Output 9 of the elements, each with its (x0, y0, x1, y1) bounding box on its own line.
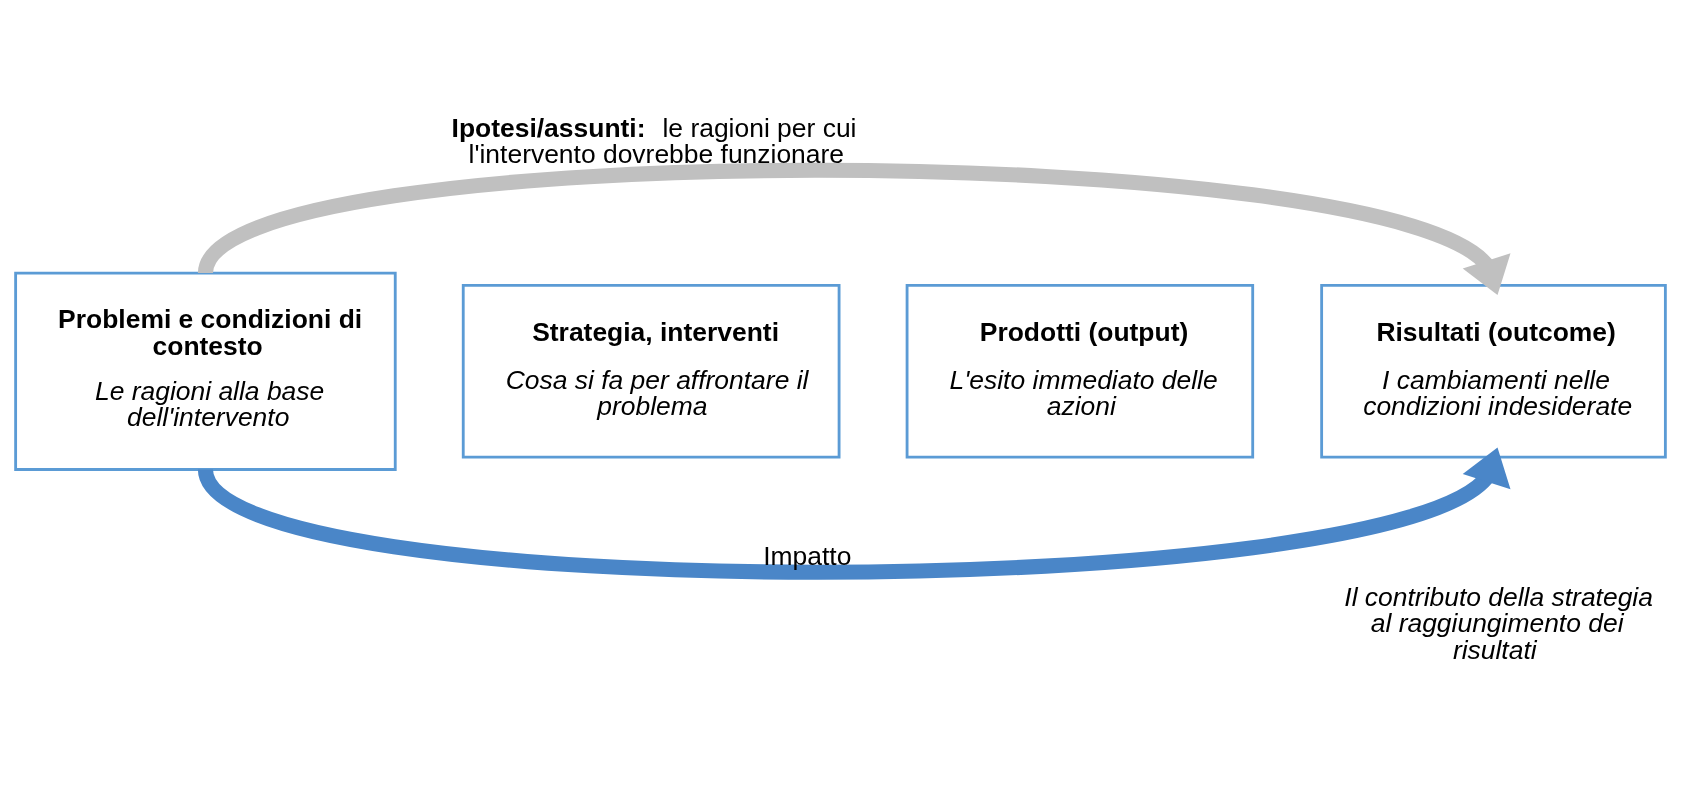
node-box: Risultati (outcome) I cambiamenti nelle condizioni indesiderate (1320, 283, 1667, 459)
edge-label: Ipotesi/assunti: le ragioni per cui l'intervento dovrebbe funzionare (451, 112, 857, 170)
node-box: Problemi e condizioni di contesto Le ragioni alla base dell'intervento (14, 271, 397, 471)
label: Il contributo della strategia al raggiungimento dei risultati (1344, 581, 1653, 665)
node-box: Prodotti (output) L'esito immediato delle azioni (905, 283, 1255, 459)
arrow (199, 162, 1511, 296)
arrow (199, 447, 1511, 580)
edge-label: Impatto (763, 540, 852, 571)
node-box: Strategia, interventi Cosa si fa per affrontare il problema (461, 283, 841, 459)
